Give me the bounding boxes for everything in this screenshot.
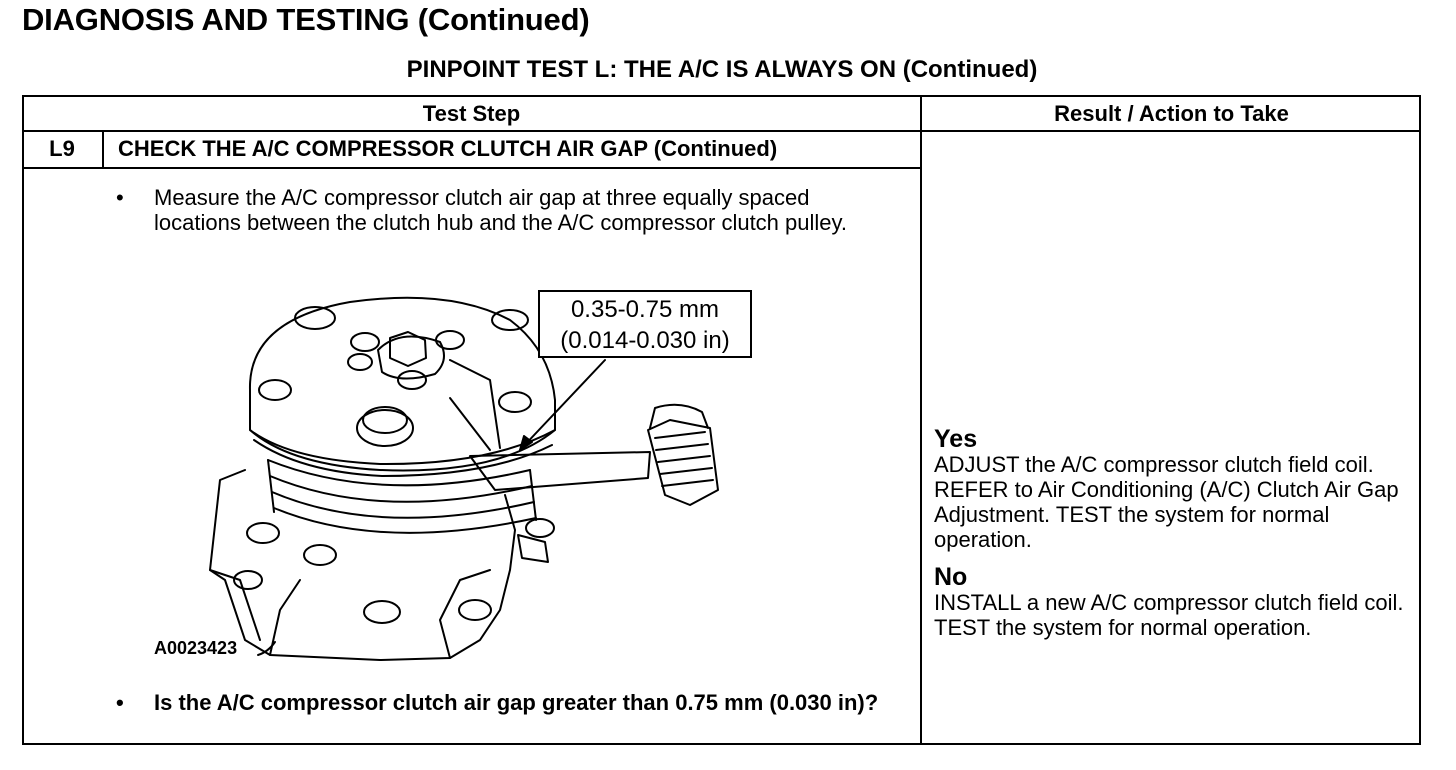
step-title: CHECK THE A/C COMPRESSOR CLUTCH AIR GAP … bbox=[118, 136, 778, 161]
instruction-text: Measure the A/C compressor clutch air ga… bbox=[154, 185, 847, 235]
page-title: DIAGNOSIS AND TESTING (Continued) bbox=[22, 2, 590, 37]
column-divider bbox=[920, 95, 922, 745]
step-number-divider bbox=[102, 130, 104, 168]
bullet-marker: • bbox=[116, 185, 124, 210]
compressor-clutch-illustration bbox=[209, 296, 719, 661]
gap-spec-in: (0.014-0.030 in) bbox=[560, 327, 730, 354]
figure-code: A0023423 bbox=[154, 638, 238, 658]
bullet-marker: • bbox=[116, 690, 124, 715]
pinpoint-test-table bbox=[22, 95, 1421, 745]
gap-spec-callout: 0.35-0.75 mm (0.014-0.030 in) bbox=[538, 290, 752, 358]
step-row-divider bbox=[22, 167, 921, 169]
no-action: INSTALL a new A/C compressor clutch fiel… bbox=[934, 590, 1404, 640]
question-text: Is the A/C compressor clutch air gap gre… bbox=[154, 690, 879, 715]
yes-action: ADJUST the A/C compressor clutch field c… bbox=[934, 452, 1399, 552]
yes-label: Yes bbox=[934, 425, 978, 453]
result-yes: Yes ADJUST the A/C compressor clutch fie… bbox=[934, 426, 1414, 552]
header-result-action: Result / Action to Take bbox=[1054, 101, 1289, 126]
gap-spec-mm: 0.35-0.75 mm bbox=[570, 296, 720, 323]
no-label: No bbox=[934, 563, 968, 591]
pinpoint-test-title: PINPOINT TEST L: THE A/C IS ALWAYS ON (C… bbox=[406, 56, 1038, 83]
result-no: No INSTALL a new A/C compressor clutch f… bbox=[934, 564, 1414, 640]
header-test-step: Test Step bbox=[422, 101, 521, 126]
header-row-divider bbox=[22, 130, 1421, 132]
step-number: L9 bbox=[49, 136, 75, 161]
